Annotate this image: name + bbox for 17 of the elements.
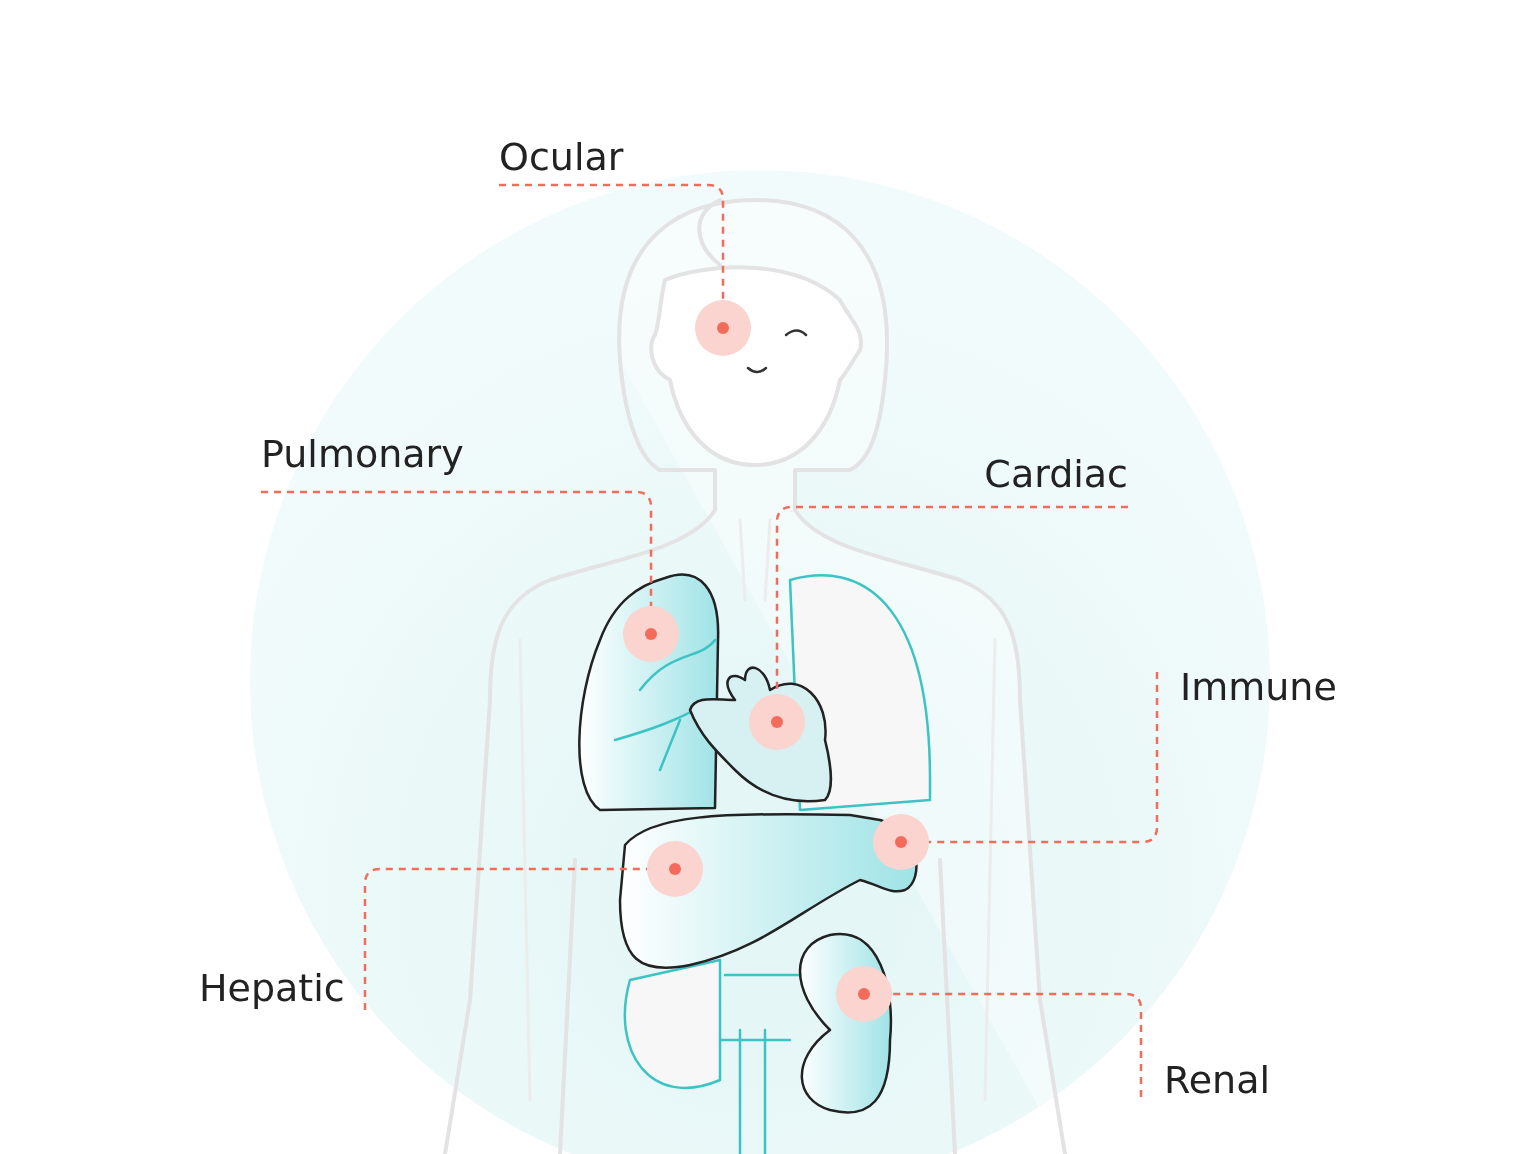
organ-label: Hepatic (199, 966, 345, 1010)
target-marker (873, 814, 929, 870)
target-marker (836, 966, 892, 1022)
leader-line (499, 183, 725, 300)
leader-line (892, 992, 1143, 1097)
leader-line (363, 867, 647, 1010)
target-marker (623, 606, 679, 662)
organ-label: Renal (1164, 1058, 1270, 1102)
organ-label: Pulmonary (261, 432, 464, 476)
organ-label: Ocular (499, 135, 624, 179)
target-marker (695, 300, 751, 356)
organ-label: Immune (1180, 665, 1337, 709)
leader-line (261, 490, 653, 606)
target-marker (749, 694, 805, 750)
target-marker (647, 841, 703, 897)
leader-line (929, 672, 1159, 844)
organ-label: Cardiac (984, 452, 1128, 496)
